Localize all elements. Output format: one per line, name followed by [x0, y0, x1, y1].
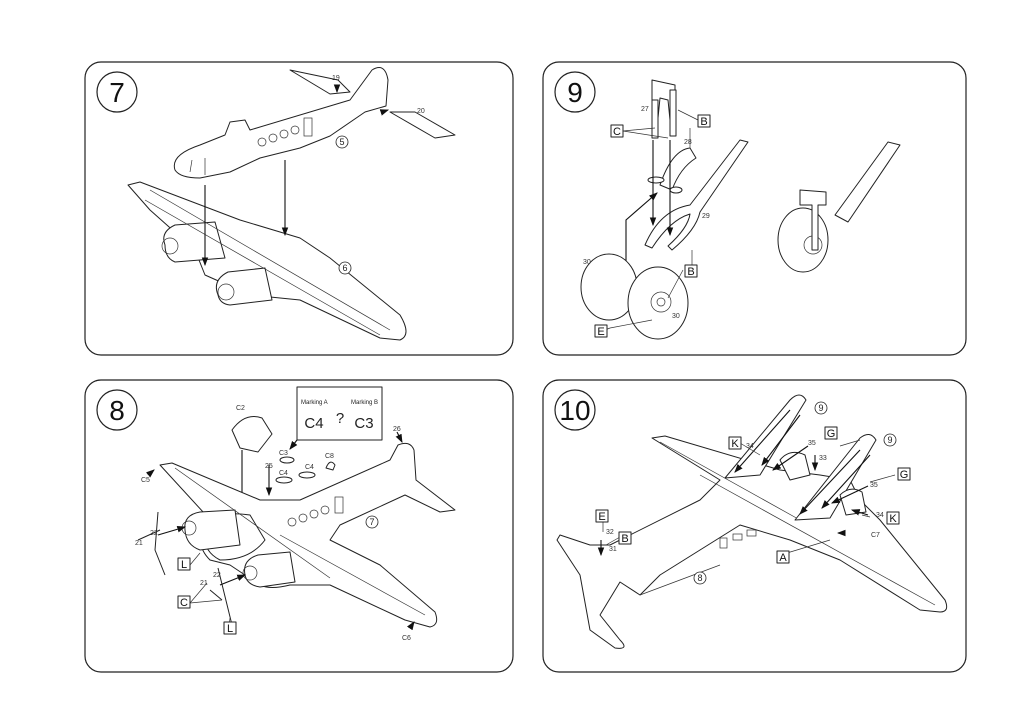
step-number: 9 — [567, 77, 583, 108]
step-number: 8 — [109, 395, 125, 426]
step-9-panel: 9 27 28 29 30 30 B C B E — [542, 61, 967, 356]
part-number: 34 — [876, 512, 884, 519]
part-number: 25 — [265, 463, 273, 470]
marking-a-label: Marking A — [301, 400, 328, 406]
svg-text:B: B — [687, 266, 694, 278]
part-number: 35 — [808, 440, 816, 447]
part-number: C6 — [402, 635, 411, 642]
part-number: 22 — [213, 572, 221, 579]
part-number: 30 — [672, 313, 680, 320]
subassembly-ref: 7 — [369, 517, 374, 527]
material-letter-l: L — [177, 557, 191, 571]
marking-choice-box: Marking A Marking B C4 ? C3 — [296, 386, 383, 441]
assembled-landing-gear — [777, 141, 901, 273]
part-number: C7 — [871, 532, 880, 539]
material-letter-b: B — [697, 114, 711, 128]
marking-b-label: Marking B — [351, 400, 378, 406]
part-number: 32 — [606, 529, 614, 536]
part-number: C4 — [279, 470, 288, 477]
subassembly-ref: 9 — [818, 403, 823, 413]
material-letter-k: K — [886, 511, 900, 525]
part-number: C2 — [236, 405, 245, 412]
canopy-c2 — [231, 416, 273, 453]
svg-text:C: C — [613, 126, 621, 138]
step-8-panel: 8 Marking A Marking B C4 ? C3 — [84, 379, 514, 673]
svg-text:K: K — [731, 438, 739, 450]
part-number: 28 — [684, 139, 692, 146]
material-letter-a: A — [776, 550, 790, 564]
gear-leg-29 — [644, 139, 749, 251]
svg-text:B: B — [621, 533, 628, 545]
part-number: C5 — [141, 477, 150, 484]
step-10-panel: 10 K G G K A E B 34 35 33 35 34 C7 32 31… — [542, 379, 967, 673]
part-number: 29 — [702, 213, 710, 220]
step-number: 7 — [109, 77, 125, 108]
step-number: 10 — [559, 395, 590, 426]
subassembly-ref: 6 — [342, 263, 347, 273]
aircraft-assembly — [159, 442, 456, 628]
material-letter-c: C — [610, 124, 624, 138]
fork-28 — [659, 147, 697, 191]
marking-b-part: C3 — [354, 415, 373, 432]
svg-text:E: E — [597, 326, 604, 338]
material-letter-g: G — [897, 467, 911, 481]
subassembly-ref: 9 — [887, 435, 892, 445]
material-letter-e: E — [595, 509, 609, 523]
fuselage-part — [173, 67, 389, 179]
svg-text:E: E — [598, 511, 605, 523]
step-7-panel: 7 19 20 5 6 — [84, 61, 514, 356]
part-number: C3 — [279, 450, 288, 457]
material-letter-b: B — [684, 264, 698, 278]
part-number: 34 — [746, 443, 754, 450]
part-number: 21 — [135, 540, 143, 547]
svg-text:L: L — [227, 623, 233, 635]
part-number: C8 — [325, 453, 334, 460]
landing-gear-9 — [724, 394, 807, 479]
subassembly-ref: 8 — [697, 573, 702, 583]
landing-gear-9 — [794, 434, 877, 521]
part-number: 27 — [641, 106, 649, 113]
part-number: 30 — [583, 259, 591, 266]
material-letter-l: L — [223, 621, 237, 635]
wing-part — [127, 181, 407, 341]
svg-text:L: L — [181, 559, 187, 571]
wheel-half-30b — [627, 266, 689, 340]
material-letter-k: K — [728, 436, 742, 450]
part-number: 33 — [819, 455, 827, 462]
material-letter-e: E — [594, 324, 608, 338]
horizontal-stabilizer-20 — [389, 111, 456, 139]
material-letter-b: B — [618, 531, 632, 545]
subassembly-ref: 5 — [339, 137, 344, 147]
part-number: 20 — [417, 108, 425, 115]
svg-text:G: G — [827, 428, 836, 440]
part-number: 19 — [332, 75, 340, 82]
propeller — [137, 511, 166, 576]
engine-nacelle — [779, 451, 811, 481]
svg-text:C: C — [180, 597, 188, 609]
svg-text:G: G — [900, 469, 909, 481]
part-number: C4 — [305, 464, 314, 471]
landing-gear-strut-27 — [651, 79, 677, 139]
propeller — [209, 567, 233, 626]
question-mark: ? — [336, 410, 344, 427]
material-letter-g: G — [824, 426, 838, 440]
svg-text:A: A — [779, 552, 787, 564]
svg-text:K: K — [889, 513, 897, 525]
part-number: 22 — [150, 530, 158, 537]
material-letter-c: C — [177, 595, 191, 609]
marking-a-part: C4 — [304, 415, 323, 432]
svg-text:B: B — [700, 116, 707, 128]
part-number: 26 — [393, 426, 401, 433]
part-number: 35 — [870, 482, 878, 489]
part-number: 31 — [609, 546, 617, 553]
part-number: 21 — [200, 580, 208, 587]
step-number-badge — [96, 71, 138, 113]
